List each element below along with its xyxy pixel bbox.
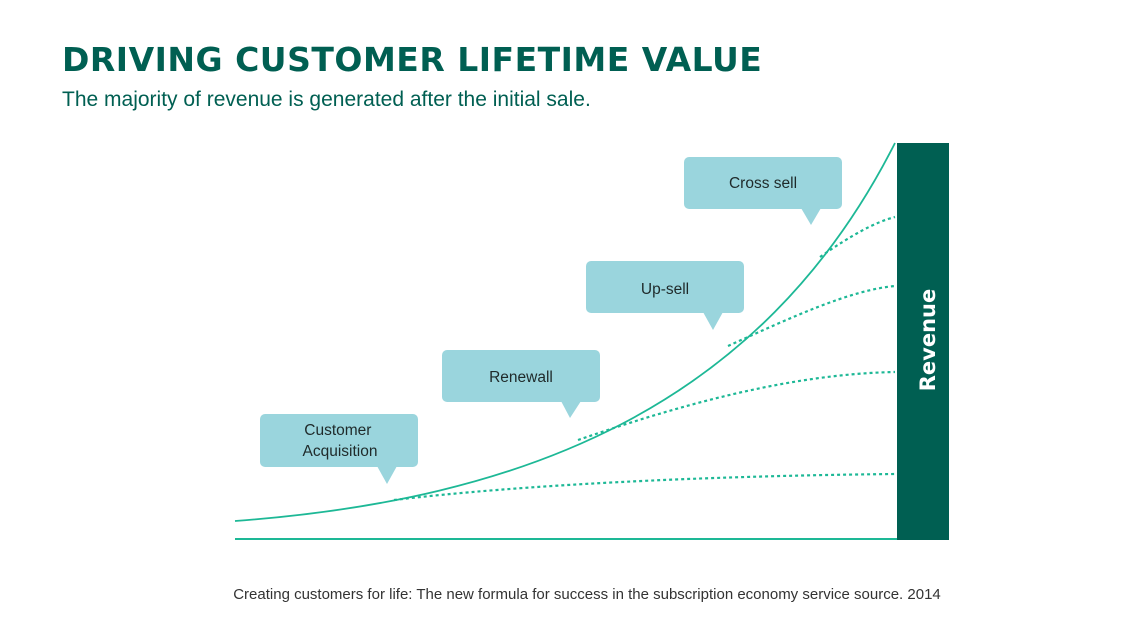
customer-acquisition-bubble: Customer Acquisition <box>260 414 418 484</box>
source-citation: Creating customers for life: The new for… <box>233 586 941 603</box>
acquisition-revenue-dotted-line <box>393 472 896 502</box>
revenue-growth-curve <box>234 142 896 522</box>
crosssell-bubble: Cross sell <box>684 157 842 225</box>
revenue-bar <box>897 143 949 540</box>
customer-acquisition-label: Customer Acquisition <box>303 422 378 460</box>
renewal-revenue-dotted-line <box>577 370 896 442</box>
crosssell-label: Cross sell <box>729 175 797 192</box>
renewal-label: Renewall <box>489 369 553 386</box>
upsell-bubble: Up-sell <box>586 261 744 330</box>
revenue-label: Revenue <box>916 289 940 392</box>
upsell-label: Up-sell <box>641 281 689 298</box>
page-subtitle: The majority of revenue is generated aft… <box>62 88 591 111</box>
upsell-revenue-dotted-line <box>727 284 896 348</box>
renewal-bubble: Renewall <box>442 350 600 418</box>
page-title: DRIVING CUSTOMER LIFETIME VALUE <box>62 40 763 79</box>
crosssell-revenue-dotted-line <box>819 215 896 258</box>
